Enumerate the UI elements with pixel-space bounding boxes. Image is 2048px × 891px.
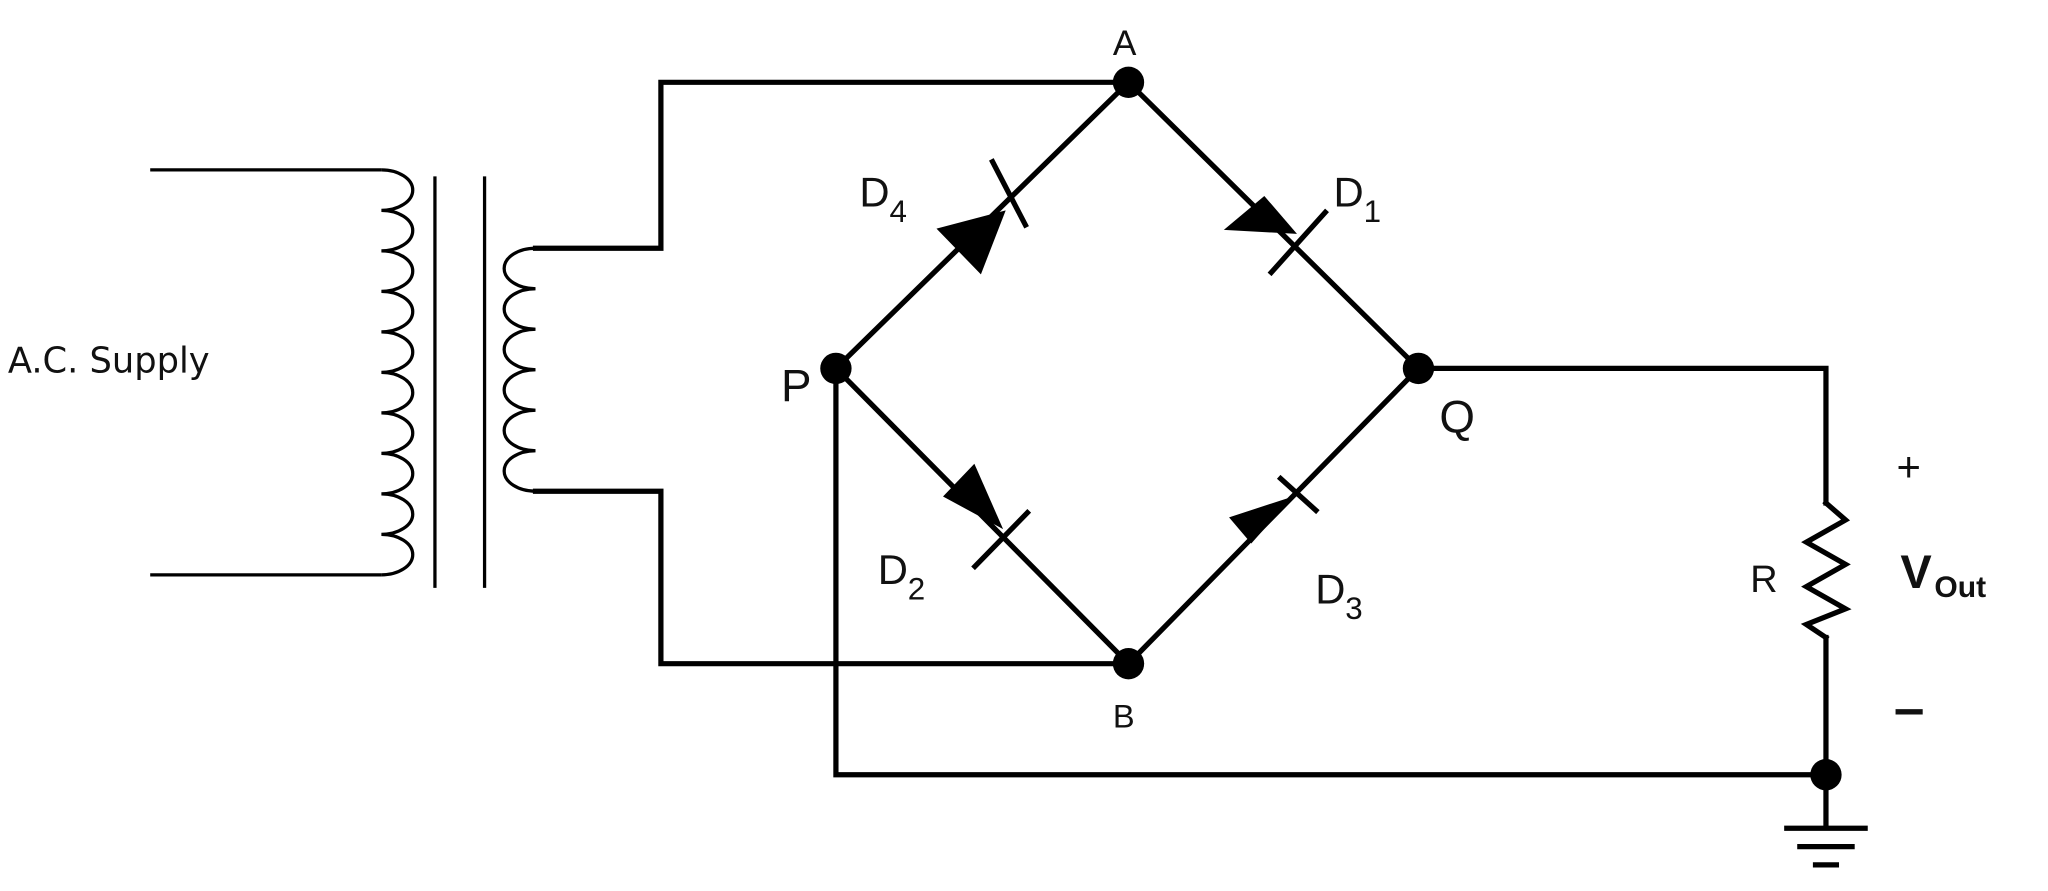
svg-text:1: 1 xyxy=(1364,194,1381,229)
resistor-label: R xyxy=(1750,559,1777,601)
node-b-dot xyxy=(1112,648,1145,680)
diode-d1-label: D 1 xyxy=(1334,168,1381,229)
diode-d2 xyxy=(943,463,1032,571)
ground-icon xyxy=(1784,825,1868,868)
diode-d3-label: D 3 xyxy=(1315,566,1362,627)
svg-text:D: D xyxy=(1334,168,1364,215)
vout-label: V Out xyxy=(1900,545,1986,604)
wire-secondary-to-a xyxy=(532,79,1132,251)
diode-d3 xyxy=(1229,474,1320,544)
diode-d2-label: D 2 xyxy=(878,546,925,607)
svg-text:D: D xyxy=(878,546,908,593)
node-a-label: A xyxy=(1113,24,1137,63)
svg-text:D: D xyxy=(859,168,889,215)
ac-supply-label: A.C. Supply xyxy=(8,340,210,381)
transformer-primary-coil xyxy=(381,168,415,577)
svg-text:2: 2 xyxy=(908,572,925,607)
node-p-dot xyxy=(820,352,852,385)
minus-sign: – xyxy=(1894,676,1925,738)
node-q-label: Q xyxy=(1439,391,1475,442)
wire-secondary-to-b xyxy=(532,488,1132,667)
node-b-label: B xyxy=(1113,698,1135,735)
svg-text:3: 3 xyxy=(1345,591,1362,626)
wire-p-to-ground-node xyxy=(833,365,1829,778)
ac-supply-leads xyxy=(150,168,382,577)
diode-d4 xyxy=(936,158,1029,275)
plus-sign: + xyxy=(1896,443,1920,490)
svg-text:D: D xyxy=(1315,566,1345,613)
diode-d1 xyxy=(1223,195,1329,277)
node-q-dot xyxy=(1402,352,1435,385)
ground-node-dot xyxy=(1810,759,1842,791)
node-a-dot xyxy=(1112,66,1145,98)
svg-text:4: 4 xyxy=(889,194,906,229)
resistor-symbol xyxy=(1800,499,1852,642)
svg-text:Out: Out xyxy=(1934,571,1986,604)
node-p-label: P xyxy=(781,360,811,411)
transformer-secondary-coil xyxy=(502,246,536,493)
wire-q-to-resistor xyxy=(1415,365,1829,506)
diode-d4-label: D 4 xyxy=(859,168,906,229)
svg-text:V: V xyxy=(1900,545,1932,598)
transformer-core xyxy=(433,176,487,588)
